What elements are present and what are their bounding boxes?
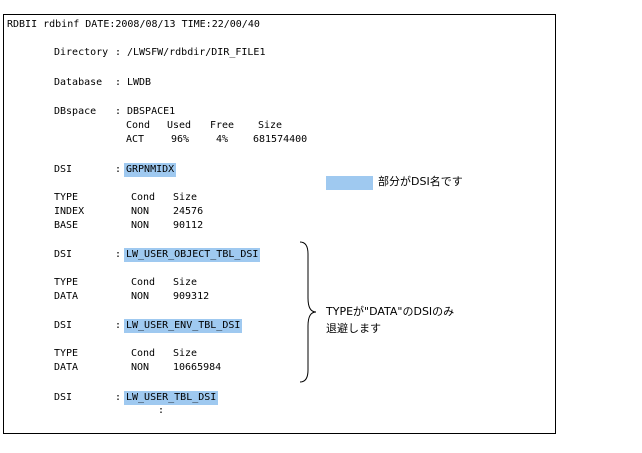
dsi-header-type: TYPE [54, 277, 79, 288]
dsi-label: DSI [54, 164, 73, 175]
dsi-cell-size: 90112 [173, 220, 204, 231]
dsi-label: DSI [54, 249, 73, 260]
dsi-name-highlight: LW_USER_TBL_DSI [124, 391, 219, 405]
dsi-cell-cond: NON [131, 220, 150, 231]
dsi-cell-cond: NON [131, 362, 150, 373]
report-header: RDBII rdbinf DATE:2008/08/13 TIME:22/00/… [7, 19, 260, 30]
brace-note-line1: TYPEが"DATA"のDSIのみ [326, 305, 455, 318]
dsi-separator: : [115, 392, 122, 403]
continuation-marker: : [158, 405, 165, 416]
legend-text: 部分がDSI名です [378, 175, 463, 188]
dsi-header-cond: Cond [131, 348, 156, 359]
dbspace-label: DBspace [54, 106, 97, 117]
dsi-separator: : [115, 320, 122, 331]
dsi-cell-size: 10665984 [173, 362, 222, 373]
dsi-cell-type: DATA [54, 291, 79, 302]
dbspace-cell-free: 4% [216, 134, 229, 145]
dsi-header-cond: Cond [131, 277, 156, 288]
dsi-separator: : [115, 249, 122, 260]
dsi-header-type: TYPE [54, 348, 79, 359]
database-separator: : [115, 77, 122, 88]
dsi-header-cond: Cond [131, 192, 156, 203]
dsi-cell-size: 24576 [173, 206, 204, 217]
dbspace-cell-used: 96% [171, 134, 190, 145]
dbspace-separator: : [115, 106, 122, 117]
dbspace-cell-cond: ACT [126, 134, 145, 145]
dsi-separator: : [115, 164, 122, 175]
dsi-label: DSI [54, 392, 73, 403]
directory-separator: : [115, 47, 122, 58]
database-label: Database [54, 77, 103, 88]
dsi-cell-cond: NON [131, 291, 150, 302]
report-frame [3, 14, 556, 434]
brace-note-line2: 退避します [326, 322, 381, 335]
directory-label: Directory [54, 47, 109, 58]
dbspace-header-free: Free [210, 120, 235, 131]
dsi-name-highlight: GRPNMIDX [124, 163, 177, 177]
dsi-cell-size: 909312 [173, 291, 210, 302]
legend-swatch [326, 176, 373, 190]
dbspace-cell-size: 681574400 [253, 134, 308, 145]
dsi-header-type: TYPE [54, 192, 79, 203]
dbspace-header-size: Size [258, 120, 283, 131]
dsi-name-highlight: LW_USER_OBJECT_TBL_DSI [124, 248, 261, 262]
dsi-label: DSI [54, 320, 73, 331]
dsi-cell-type: DATA [54, 362, 79, 373]
dbspace-value: DBSPACE1 [127, 106, 176, 117]
dbspace-header-used: Used [167, 120, 192, 131]
dsi-header-size: Size [173, 192, 198, 203]
dsi-name-highlight: LW_USER_ENV_TBL_DSI [124, 319, 243, 333]
brace-icon [299, 241, 317, 383]
dsi-cell-type: INDEX [54, 206, 85, 217]
dsi-cell-type: BASE [54, 220, 79, 231]
directory-value: /LWSFW/rdbdir/DIR_FILE1 [127, 47, 266, 58]
database-value: LWDB [127, 77, 152, 88]
dbspace-header-cond: Cond [126, 120, 151, 131]
dsi-header-size: Size [173, 348, 198, 359]
dsi-header-size: Size [173, 277, 198, 288]
dsi-cell-cond: NON [131, 206, 150, 217]
